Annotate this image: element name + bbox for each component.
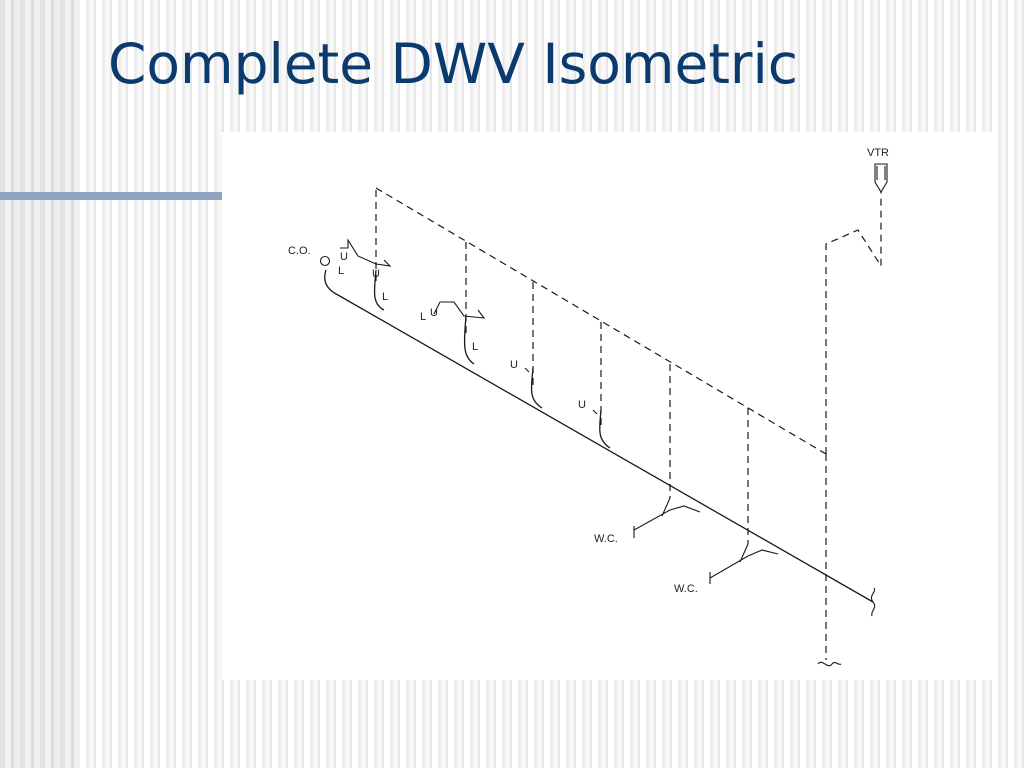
vtr-label: VTR <box>867 147 889 159</box>
drain-branch-1 <box>373 269 385 311</box>
lav-arm-1 <box>340 238 392 267</box>
trap-label-2: U <box>372 268 380 280</box>
trap-tick-4 <box>592 409 598 415</box>
lav-label-2: L <box>382 291 388 303</box>
slide-title: Complete DWV Isometric <box>108 32 799 96</box>
lav-label-1: L <box>338 265 344 277</box>
wc-label-1: W.C. <box>594 533 618 545</box>
trap-label-3: U <box>430 307 438 319</box>
building-drain <box>324 269 874 603</box>
lav-label-3: L <box>420 311 426 323</box>
trap-label-4: U <box>510 359 518 371</box>
dwv-isometric-diagram: VTR C.O. L U L U L U L U U W.C. W.C. <box>222 132 994 680</box>
trap-label-1: U <box>340 251 348 263</box>
wc-branch-1 <box>633 497 701 531</box>
trap-tick-3 <box>524 367 530 373</box>
wc-label-2: W.C. <box>674 583 698 595</box>
vent-header <box>375 187 827 455</box>
drain-branch-3 <box>530 367 543 409</box>
wc-branch-2 <box>709 543 779 579</box>
dwv-diagram-svg: VTR C.O. L U L U L U L U U W.C. W.C. <box>288 147 889 667</box>
vtr-fitting <box>874 163 888 194</box>
lav-arm-2 <box>433 301 486 319</box>
left-decorative-band <box>0 0 80 768</box>
stack-base-fitting <box>817 661 842 667</box>
accent-rule <box>0 192 222 200</box>
cleanout-label: C.O. <box>288 245 311 257</box>
main-vent-stack <box>825 192 882 454</box>
drain-branch-4 <box>599 409 611 449</box>
trap-label-5: U <box>578 399 586 411</box>
cleanout-plug <box>319 255 331 267</box>
lav-label-4: L <box>472 341 478 353</box>
drain-branch-2 <box>463 315 475 365</box>
drain-end-fitting <box>870 587 876 617</box>
